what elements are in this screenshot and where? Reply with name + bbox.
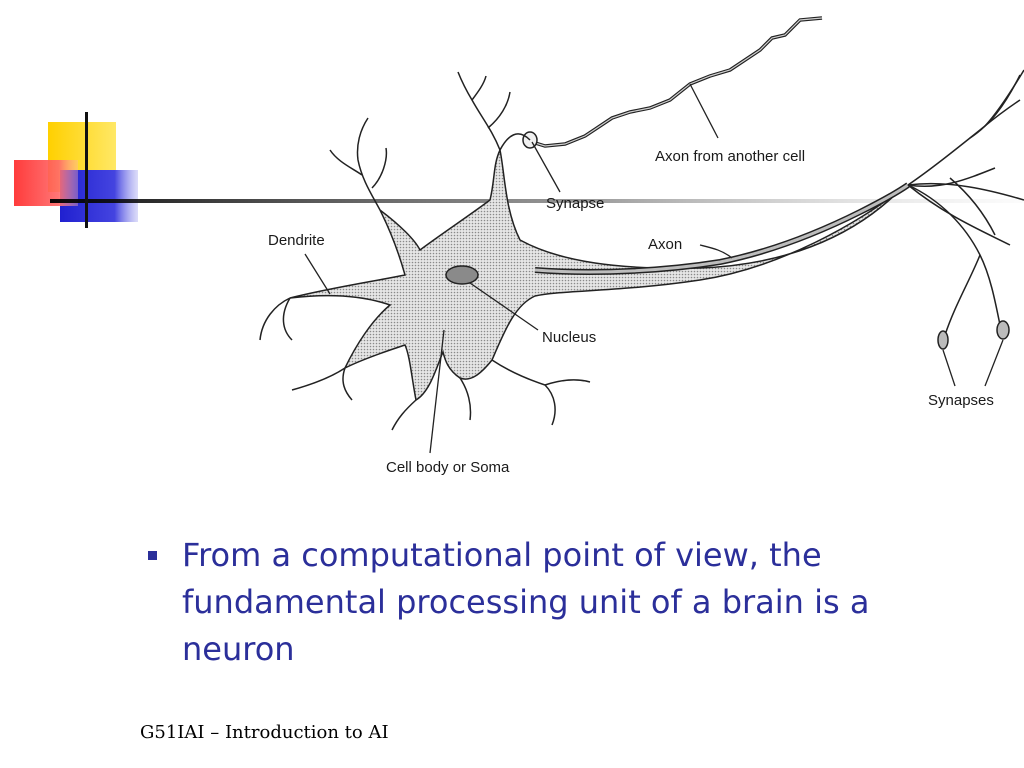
label-dendrite: Dendrite (268, 232, 325, 249)
label-nucleus: Nucleus (542, 329, 596, 346)
bullet-item: From a computational point of view, the … (182, 536, 870, 668)
label-synapse: Synapse (546, 195, 604, 212)
red-square (14, 160, 78, 206)
leader-lines (304, 83, 1004, 454)
axon-terminals (907, 69, 1024, 336)
dendrite-branches (259, 71, 591, 431)
slide-decoration (14, 112, 1024, 228)
bullet-square-icon (148, 551, 157, 560)
neuron-diagram: Axon from another cell Synapse Dendrite … (259, 16, 1024, 476)
label-synapses: Synapses (928, 392, 994, 409)
incoming-axon (531, 16, 823, 148)
synapse-terminal-right (996, 320, 1010, 340)
nucleus (445, 265, 479, 285)
synapse-terminal-left (937, 330, 949, 350)
label-axon-from-another-cell: Axon from another cell (655, 148, 805, 165)
label-cell-body: Cell body or Soma (386, 459, 510, 476)
slide-footer: G51IAI – Introduction to AI (140, 722, 389, 743)
soma (289, 147, 901, 402)
label-axon: Axon (648, 236, 682, 253)
horizontal-rule (50, 199, 1024, 203)
bullet-list: From a computational point of view, the … (140, 532, 960, 673)
vertical-rule (85, 112, 88, 228)
